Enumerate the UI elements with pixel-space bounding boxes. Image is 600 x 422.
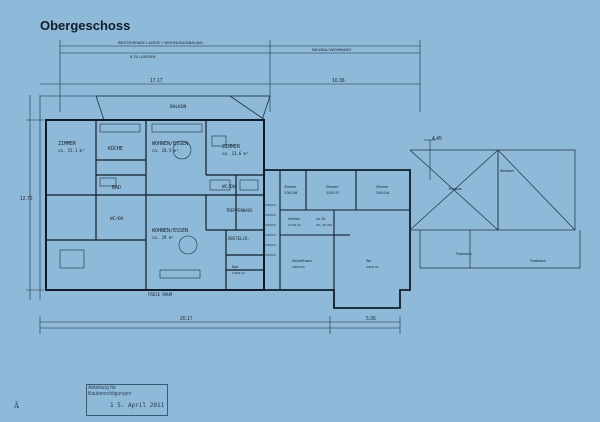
room-z3-area: 3.50/4.46 (376, 191, 390, 195)
dim-right-side: 4.45 (432, 136, 442, 142)
room-flachdach-2: Flachdach (530, 259, 546, 263)
dim-bottom-right: 5.36 (366, 316, 376, 322)
room-korridor: Korridor (288, 217, 301, 221)
room-bad-2-area: 2.00/3.10 (232, 271, 245, 275)
room-kueche-2-area: 3.85/3.53 (292, 265, 305, 269)
room-wc-bad: WC/BA (110, 216, 124, 222)
room-zimmer-2-area: ca. 13.6 m² (222, 151, 249, 156)
room-steildach: Steildach (500, 169, 514, 173)
dim-left-side: 12.72 (20, 196, 33, 202)
room-korridor-area: 3.74/1.32 (288, 223, 301, 227)
room-zimmer-1-area: ca. 15.1 m² (58, 148, 85, 153)
room-wc-dusch: WC/DU (222, 184, 236, 190)
room-zimmer-1: ZIMMER (58, 141, 77, 147)
approval-stamp (86, 384, 168, 416)
room-z2: Zimmer (326, 185, 339, 189)
room-kueche-2: Küche/Essen (292, 259, 312, 263)
dim-bottom-left: 20.17 (180, 316, 193, 322)
room-bad-2: Bad (232, 265, 238, 269)
label-existing-building: BESTEHENDE LAGER + WOHNUNGSBAU(M) (118, 40, 203, 45)
dim-top-right: 10.36 (332, 78, 345, 84)
room-zimmer-2: ZIMMER (222, 144, 241, 150)
dim-top-left: 17.17 (150, 78, 163, 84)
seal-mark: Ä (14, 402, 20, 410)
label-inner-length: 8.76 LANGEN (130, 54, 155, 59)
page-title: Obergeschoss (40, 18, 131, 33)
stamp-date: 1 5. April 2011 (110, 402, 165, 409)
room-treppenhaus: TREPPENHAUS (226, 208, 253, 213)
room-abstellraum: ABSTELLR. (228, 236, 250, 241)
room-z3: Zimmer (376, 185, 389, 189)
room-wohnen-1-area: ca. 28.5 m² (152, 148, 179, 153)
room-freie-raum: FREIE RAUM (148, 292, 173, 297)
room-kueche-1: KÜCHE (108, 145, 123, 152)
room-wohnen-3-area: 4.80/4.02 (366, 265, 379, 269)
room-wohnen-1: WOHNEN/ESSEN (152, 141, 188, 147)
room-gesamt: ca. 34 (316, 217, 325, 221)
stamp-line-1: Abteilung für (88, 385, 117, 391)
room-gesamt-note: GK, OK WC (316, 223, 333, 227)
room-bad: BAD (112, 185, 121, 191)
room-wohnen-2-area: ca. 29 m² (152, 235, 174, 240)
room-wohnen-3: Wo (366, 259, 371, 263)
room-terrasse: Terrasse (448, 187, 462, 191)
stamp-line-2: Bauberechtigungen (88, 391, 132, 397)
room-z1: Zimmer (284, 185, 297, 189)
room-z2-area: 3.00/3.07 (326, 191, 340, 195)
room-flachdach-1: Flachdach (456, 252, 472, 256)
room-wohnen-2: WOHNEN/ESSEN (152, 228, 188, 234)
room-balkon-top: BALKON (170, 104, 187, 110)
label-new-building: NEUBAU WOHNUNG (312, 47, 351, 52)
room-z1-area: 3.00/3.68 (284, 191, 298, 195)
stamp-text: Abteilung für Bauberechtigungen (88, 385, 131, 397)
